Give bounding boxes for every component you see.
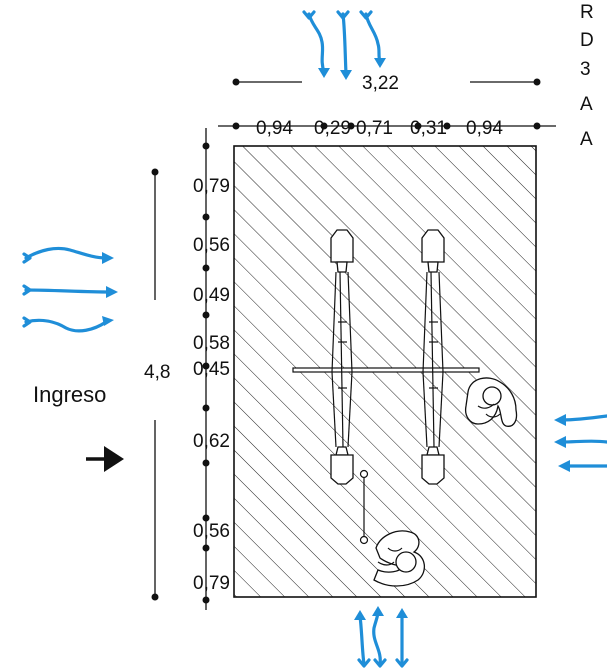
side-text-line-2: D <box>580 30 594 51</box>
overall-height-label: 4,8 <box>144 362 170 383</box>
entrance-label: Ingreso <box>33 382 106 407</box>
wind-arrow-icon <box>395 608 409 668</box>
wind-arrow-icon <box>554 436 607 448</box>
entrance-arrow-icon <box>86 446 124 472</box>
segment-width-label-4: 0,31 <box>410 118 447 139</box>
side-text-line-1: R <box>580 2 594 23</box>
segment-height-label-8: 0,79 <box>193 573 230 594</box>
wind-arrow-icon <box>372 606 387 668</box>
stretcher-icon <box>421 229 445 485</box>
iv-stand-icon <box>359 469 369 545</box>
wind-arrow-icon <box>558 460 607 472</box>
wind-arrow-icon <box>22 246 114 264</box>
crossbar <box>292 367 480 373</box>
wind-arrow-icon <box>302 10 330 78</box>
segment-width-label-5: 0,94 <box>466 118 503 139</box>
segment-width-label-3: 0,71 <box>356 118 393 139</box>
side-text: R D 3 A A <box>580 2 594 150</box>
person-icon <box>373 530 425 587</box>
segment-height-label-6: 0,62 <box>193 431 230 452</box>
segment-width-label-2: 0,29 <box>314 118 351 139</box>
segment-height-label-7: 0,56 <box>193 521 230 542</box>
segment-width-dimension: 0,94 0,29 0,71 0,31 0,94 <box>218 118 556 139</box>
wind-arrow-icon <box>336 10 352 80</box>
side-text-line-3: 3 <box>580 59 591 80</box>
person-icon <box>464 377 518 427</box>
overall-width-label: 3,22 <box>362 73 399 94</box>
wind-arrow-icon <box>22 316 114 333</box>
wind-arrow-icon <box>359 10 386 68</box>
side-text-line-4: A <box>580 94 593 115</box>
overall-height-dimension: 4,8 <box>144 168 170 601</box>
segment-height-label-1: 0,79 <box>193 176 230 197</box>
stretcher-icon <box>330 229 354 485</box>
segment-height-label-2: 0,56 <box>193 235 230 256</box>
overall-width-dimension: 3,22 <box>232 73 541 94</box>
wind-arrow-icon <box>22 284 118 298</box>
wind-arrow-icon <box>354 610 371 668</box>
wind-arrow-icon <box>554 414 607 426</box>
segment-height-label-4: 0,58 <box>193 333 230 354</box>
segment-height-label-3: 0,49 <box>193 285 230 306</box>
segment-height-dimension: 0,79 0,56 0,49 0,58 0,45 0,62 0,56 0,79 <box>193 128 230 610</box>
segment-width-label-1: 0,94 <box>256 118 293 139</box>
segment-height-label-5: 0,45 <box>193 359 230 380</box>
side-text-line-5: A <box>580 129 593 150</box>
